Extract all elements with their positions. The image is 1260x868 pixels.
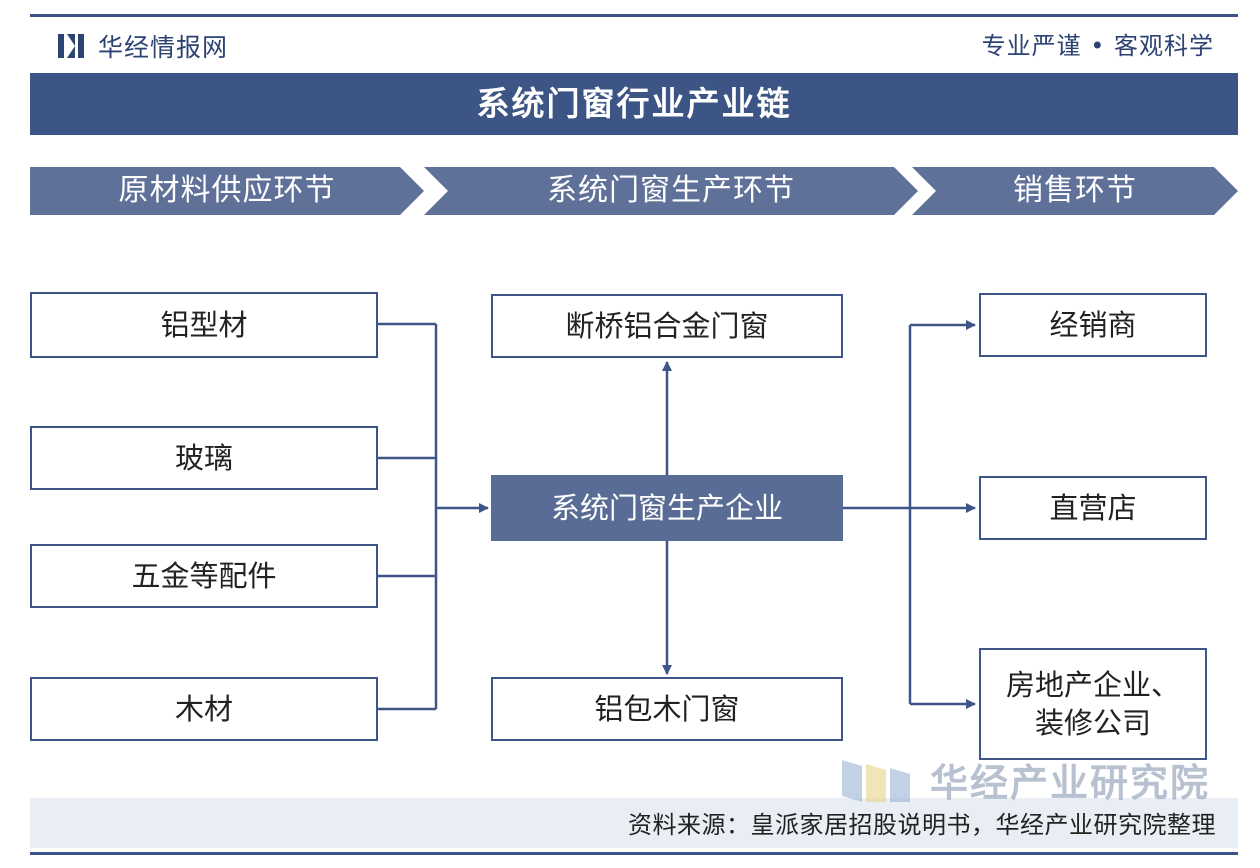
brand: 华经情报网 — [56, 28, 228, 64]
watermark-text: 华经产业研究院 — [930, 761, 1211, 805]
top-rule — [30, 14, 1238, 17]
raw-material-box: 木材 — [30, 677, 378, 741]
sales-channel-box: 房地产企业、 装修公司 — [979, 648, 1207, 760]
stage-chevron-shape — [30, 167, 424, 215]
production-center-box: 系统门窗生产企业 — [491, 475, 843, 541]
brand-logo-icon — [58, 34, 84, 58]
raw-material-box: 铝型材 — [30, 292, 378, 358]
stage-sales: 销售环节 — [912, 167, 1238, 215]
diagram-title: 系统门窗行业产业链 — [30, 73, 1238, 135]
brand-name: 华经情报网 — [98, 33, 229, 62]
raw-material-box: 五金等配件 — [30, 544, 378, 608]
stage-production: 系统门窗生产环节 — [424, 167, 918, 215]
bottom-rule — [30, 852, 1238, 855]
raw-material-box: 玻璃 — [30, 426, 378, 490]
slogan: 专业严谨 • 客观科学 — [981, 32, 1214, 60]
footer-bar — [30, 798, 1238, 848]
sales-channel-box: 经销商 — [979, 293, 1207, 357]
product-box-bottom: 铝包木门窗 — [491, 677, 843, 741]
stage-chevron-shape — [424, 167, 918, 215]
watermark-logo-icon — [842, 760, 910, 802]
stage-raw-materials: 原材料供应环节 — [30, 167, 424, 215]
stage-label: 系统门窗生产环节 — [547, 173, 795, 208]
product-box-top: 断桥铝合金门窗 — [491, 294, 843, 358]
stage-chevron-shape — [912, 167, 1238, 215]
sales-channel-box: 直营店 — [979, 476, 1207, 540]
stage-label: 原材料供应环节 — [118, 173, 336, 208]
source-note: 资料来源：皇派家居招股说明书，华经产业研究院整理 — [628, 811, 1216, 839]
stage-label: 销售环节 — [1013, 173, 1137, 208]
